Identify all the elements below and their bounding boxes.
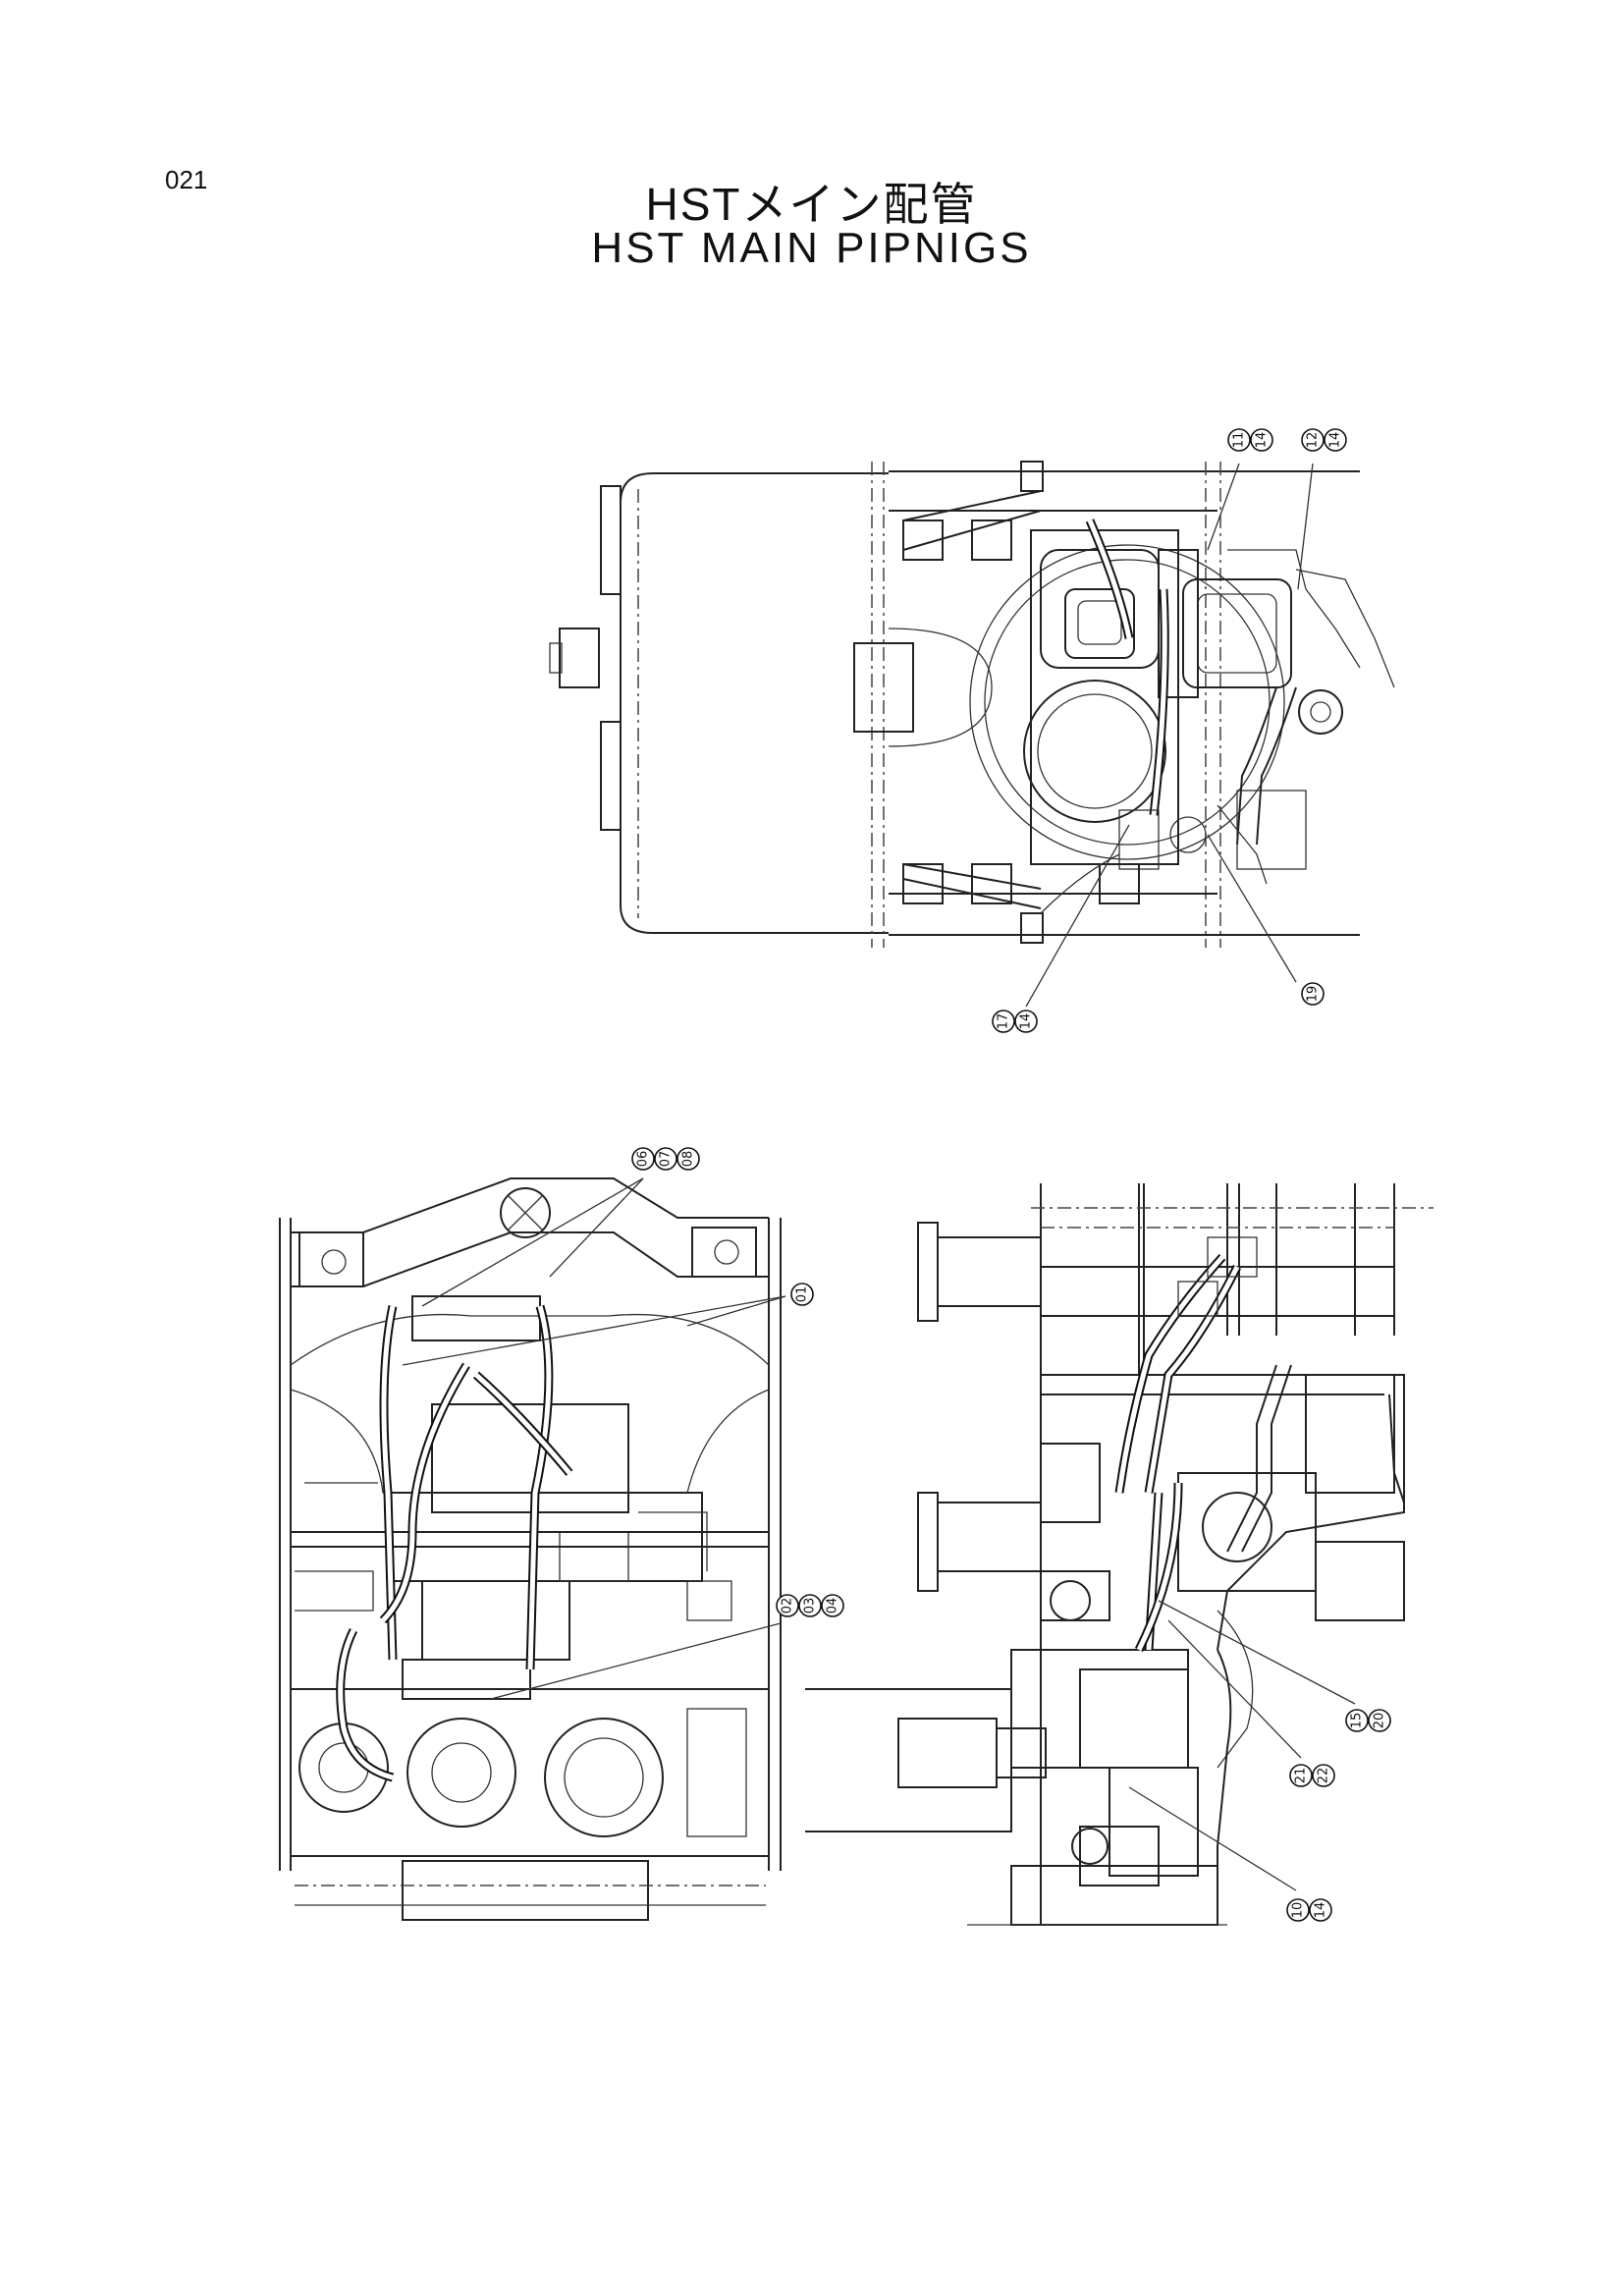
svg-text:14: 14 <box>1314 1902 1328 1919</box>
callout-bubble: 19 <box>1301 982 1325 1006</box>
callout-bubble: 06 <box>631 1147 655 1171</box>
svg-text:01: 01 <box>795 1286 810 1303</box>
svg-text:10: 10 <box>1291 1902 1306 1919</box>
page-number: 021 <box>165 165 208 194</box>
callout-bubble: 02 <box>776 1594 799 1617</box>
callout-bubble: 22 <box>1312 1764 1335 1787</box>
svg-text:22: 22 <box>1317 1768 1331 1784</box>
bottom-right-leaders <box>1128 1600 1356 1891</box>
callout-bubble: 14 <box>1014 1010 1038 1033</box>
svg-text:17: 17 <box>997 1013 1011 1030</box>
svg-text:08: 08 <box>681 1151 696 1168</box>
svg-text:12: 12 <box>1306 432 1321 449</box>
callout-bubble: 17 <box>992 1010 1015 1033</box>
page-title-japanese: HSTメイン配管 <box>645 179 978 230</box>
bottom-left-view-drawing <box>279 1177 782 1921</box>
callout-bubble: 07 <box>654 1147 677 1171</box>
callout-bubble: 11 <box>1227 428 1251 452</box>
svg-text:11: 11 <box>1232 432 1247 449</box>
callout-bubble: 14 <box>1324 428 1347 452</box>
callout-bubble: 10 <box>1286 1898 1310 1922</box>
callout-bubble: 08 <box>676 1147 700 1171</box>
callout-bubble: 15 <box>1345 1709 1369 1732</box>
callout-bubble: 14 <box>1250 428 1273 452</box>
callout-bubble: 20 <box>1368 1709 1391 1732</box>
callout-bubble: 12 <box>1301 428 1325 452</box>
callout-bubble: 01 <box>790 1283 814 1306</box>
svg-text:14: 14 <box>1019 1013 1034 1030</box>
top-view-drawing <box>549 461 1395 948</box>
callout-bubble: 04 <box>821 1594 844 1617</box>
bottom-left-leaders <box>402 1177 786 1700</box>
svg-text:07: 07 <box>659 1151 674 1168</box>
svg-text:03: 03 <box>803 1598 818 1614</box>
svg-text:06: 06 <box>636 1151 651 1168</box>
callout-bubble: 03 <box>798 1594 822 1617</box>
callout-bubble: 21 <box>1289 1764 1313 1787</box>
svg-text:19: 19 <box>1306 986 1321 1003</box>
svg-text:15: 15 <box>1350 1713 1365 1729</box>
svg-text:04: 04 <box>826 1598 840 1614</box>
svg-text:21: 21 <box>1294 1768 1309 1784</box>
top-view-leaders <box>1025 463 1314 1008</box>
svg-text:14: 14 <box>1255 432 1270 449</box>
callout-bubble: 14 <box>1309 1898 1332 1922</box>
page-title-english: HST MAIN PIPNIGS <box>591 224 1032 272</box>
svg-text:02: 02 <box>781 1598 795 1614</box>
svg-text:14: 14 <box>1328 432 1343 449</box>
bottom-right-view-drawing <box>805 1183 1434 1926</box>
svg-text:20: 20 <box>1373 1713 1387 1729</box>
